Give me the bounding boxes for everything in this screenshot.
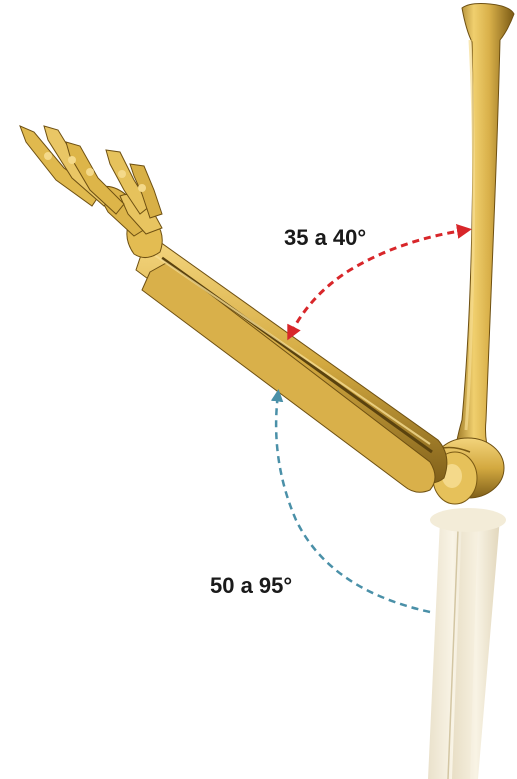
hand-bones bbox=[20, 126, 162, 258]
flexion-range-label: 35 a 40° bbox=[284, 225, 366, 250]
faded-forearm bbox=[428, 508, 506, 779]
extension-range-label: 50 a 95° bbox=[210, 573, 292, 598]
forearm-bones bbox=[136, 242, 447, 492]
humerus-bone bbox=[452, 4, 514, 471]
